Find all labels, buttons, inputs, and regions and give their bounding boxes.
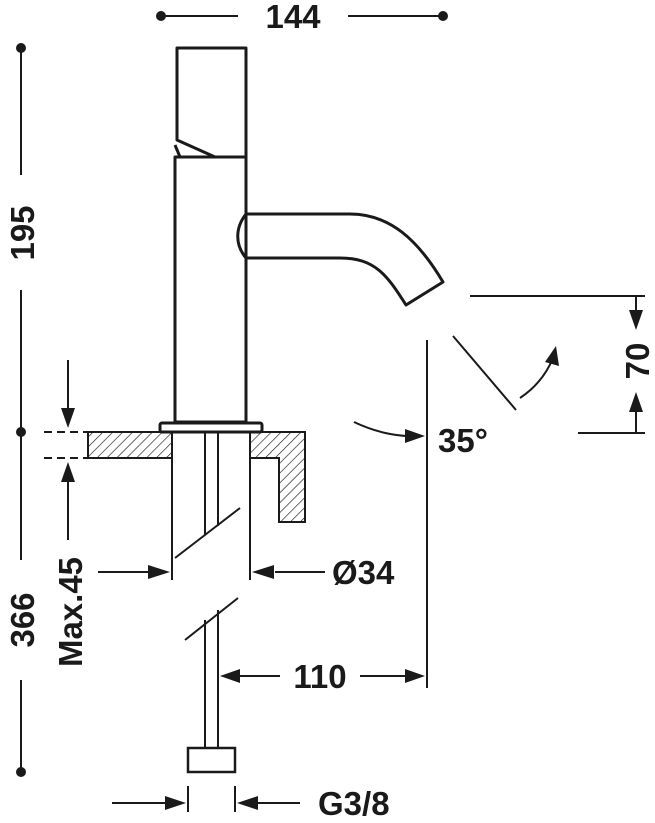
pipe-break-lower: [184, 597, 239, 641]
label-g38: G3/8: [318, 785, 390, 822]
supply-pipes: [174, 432, 241, 774]
base-flange: [158, 421, 264, 434]
dimension-110: [220, 340, 428, 688]
faucet-spout: [246, 212, 445, 307]
faucet-body: [158, 46, 445, 434]
dimension-70: [470, 295, 645, 434]
countertop-left: [87, 431, 173, 459]
dimension-diameter: [98, 458, 325, 580]
pipe-break-upper: [174, 507, 241, 559]
countertop-right: [249, 431, 306, 523]
g38-connector: [186, 746, 237, 774]
dimension-left-vertical: [16, 43, 26, 777]
label-366: 366: [4, 592, 41, 647]
label-195: 195: [4, 205, 41, 260]
spout-joint-curve: [236, 213, 248, 259]
faucet-handle: [175, 46, 248, 159]
dimension-max45: [44, 360, 88, 540]
countertop-section: [87, 431, 306, 523]
label-angle: 35°: [438, 422, 488, 459]
label-max45: Max.45: [52, 557, 89, 667]
label-diameter: Ø34: [332, 554, 395, 591]
faucet-column: [173, 155, 248, 424]
label-70: 70: [619, 343, 655, 380]
dimension-144: [156, 11, 448, 21]
dimension-g38: [112, 786, 300, 812]
dimension-angle: [353, 335, 559, 443]
label-110: 110: [293, 658, 346, 695]
label-144: 144: [265, 0, 321, 35]
